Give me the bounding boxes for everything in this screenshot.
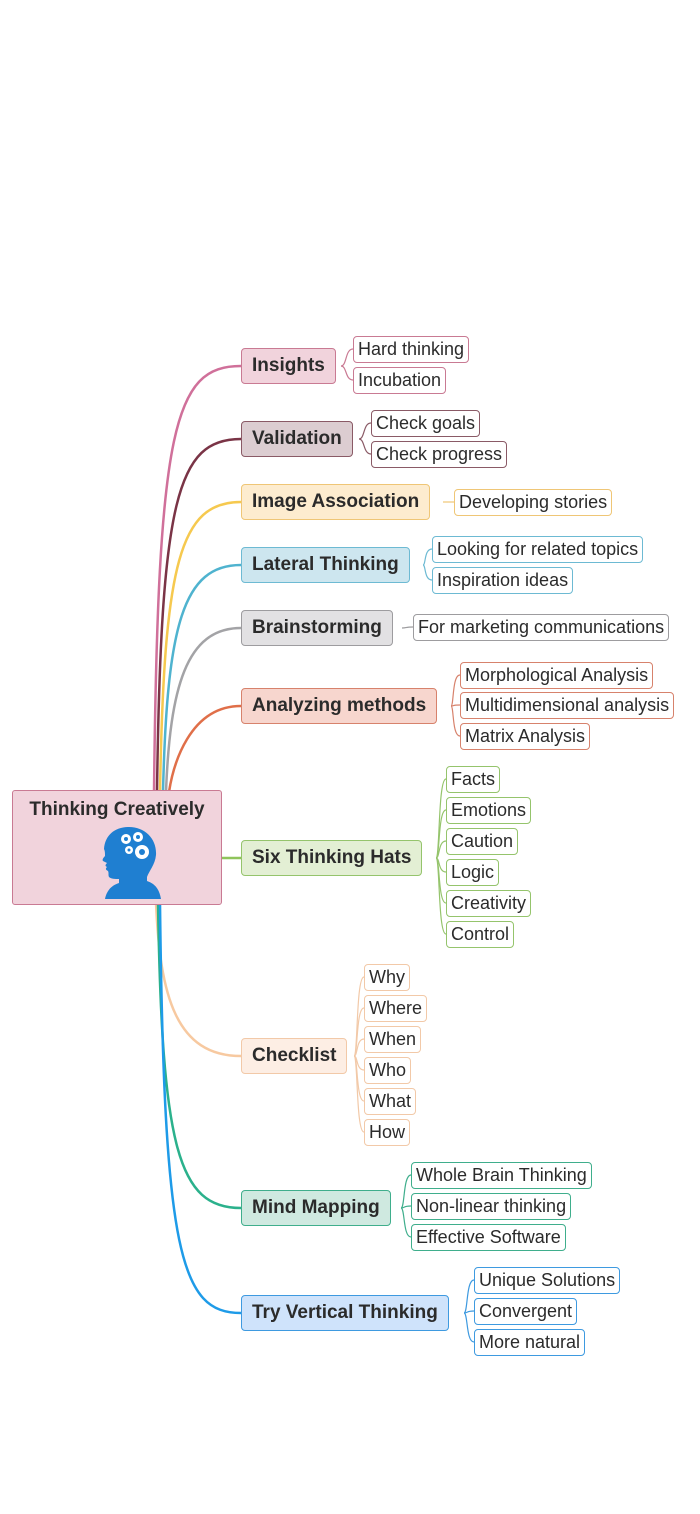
subtopic-connector xyxy=(400,1207,412,1238)
branch-connector xyxy=(167,704,242,793)
subtopic[interactable]: Hard thinking xyxy=(353,336,470,363)
subtopic[interactable]: Check goals xyxy=(371,410,481,437)
subtopic[interactable]: Logic xyxy=(446,859,500,886)
subtopic-connector xyxy=(450,674,461,707)
subtopic-connector xyxy=(463,1312,475,1343)
subtopic[interactable]: Convergent xyxy=(474,1298,578,1325)
branch-topic-brainstorming[interactable]: Brainstorming xyxy=(241,610,393,646)
subtopic[interactable]: Control xyxy=(446,921,515,948)
subtopic[interactable]: For marketing communications xyxy=(413,614,670,641)
subtopic[interactable]: Who xyxy=(364,1057,412,1084)
central-topic-title: Thinking Creatively xyxy=(29,799,205,820)
branch-topic-checklist[interactable]: Checklist xyxy=(241,1038,348,1074)
subtopic-connector xyxy=(422,564,433,581)
subtopic[interactable]: Morphological Analysis xyxy=(460,662,654,689)
branch-topic-validation[interactable]: Validation xyxy=(241,421,353,457)
branch-connector xyxy=(161,563,242,793)
subtopic[interactable]: Inspiration ideas xyxy=(432,567,574,594)
branch-connector xyxy=(158,902,242,1315)
subtopic[interactable]: Why xyxy=(364,964,410,991)
branch-topic-mind-mapping[interactable]: Mind Mapping xyxy=(241,1190,391,1226)
subtopic[interactable]: More natural xyxy=(474,1329,586,1356)
subtopic[interactable]: Developing stories xyxy=(454,489,613,516)
subtopic[interactable]: What xyxy=(364,1088,417,1115)
subtopic[interactable]: Multidimensional analysis xyxy=(460,692,675,719)
subtopic[interactable]: Incubation xyxy=(353,367,447,394)
head-gears-icon xyxy=(102,827,161,899)
subtopic-connector xyxy=(422,548,433,566)
subtopic[interactable]: Where xyxy=(364,995,428,1022)
subtopic[interactable]: Facts xyxy=(446,766,501,793)
branch-connector xyxy=(158,500,242,793)
subtopic-connector xyxy=(463,1279,475,1314)
subtopic[interactable]: Creativity xyxy=(446,890,532,917)
subtopic-connector xyxy=(358,438,372,455)
subtopic-connector xyxy=(401,626,414,629)
branch-topic-six-thinking-hats[interactable]: Six Thinking Hats xyxy=(241,840,423,876)
subtopic[interactable]: When xyxy=(364,1026,422,1053)
subtopic-connector xyxy=(450,705,461,737)
central-topic[interactable]: Thinking Creatively xyxy=(12,790,222,905)
branch-topic-try-vertical-thinking[interactable]: Try Vertical Thinking xyxy=(241,1295,449,1331)
branch-topic-analyzing-methods[interactable]: Analyzing methods xyxy=(241,688,438,724)
subtopic[interactable]: Caution xyxy=(446,828,519,855)
subtopic-connector xyxy=(435,857,447,935)
subtopic-connector xyxy=(358,422,372,440)
subtopic-connector xyxy=(450,704,461,707)
branch-connector xyxy=(164,626,242,793)
branch-connector xyxy=(152,364,242,793)
branch-topic-image-association[interactable]: Image Association xyxy=(241,484,431,520)
subtopic[interactable]: Whole Brain Thinking xyxy=(411,1162,592,1189)
subtopic-connector xyxy=(400,1174,412,1209)
subtopic[interactable]: Looking for related topics xyxy=(432,536,644,563)
subtopic[interactable]: Unique Solutions xyxy=(474,1267,621,1294)
subtopic-connector xyxy=(353,1007,365,1057)
branch-topic-insights[interactable]: Insights xyxy=(241,348,336,384)
subtopic[interactable]: Effective Software xyxy=(411,1224,566,1251)
subtopic[interactable]: Non-linear thinking xyxy=(411,1193,572,1220)
subtopic-connector xyxy=(435,840,447,859)
subtopic-connector xyxy=(435,809,447,859)
branch-topic-lateral-thinking[interactable]: Lateral Thinking xyxy=(241,547,410,583)
subtopic-connector xyxy=(353,1038,365,1057)
subtopic-connector xyxy=(340,365,354,381)
subtopic[interactable]: How xyxy=(364,1119,411,1146)
subtopic[interactable]: Check progress xyxy=(371,441,508,468)
branch-connector xyxy=(154,902,242,1058)
subtopic[interactable]: Emotions xyxy=(446,797,532,824)
branch-connector xyxy=(155,437,242,793)
subtopic[interactable]: Matrix Analysis xyxy=(460,723,591,750)
subtopic-connector xyxy=(353,1055,365,1133)
subtopic-connector xyxy=(340,348,354,367)
